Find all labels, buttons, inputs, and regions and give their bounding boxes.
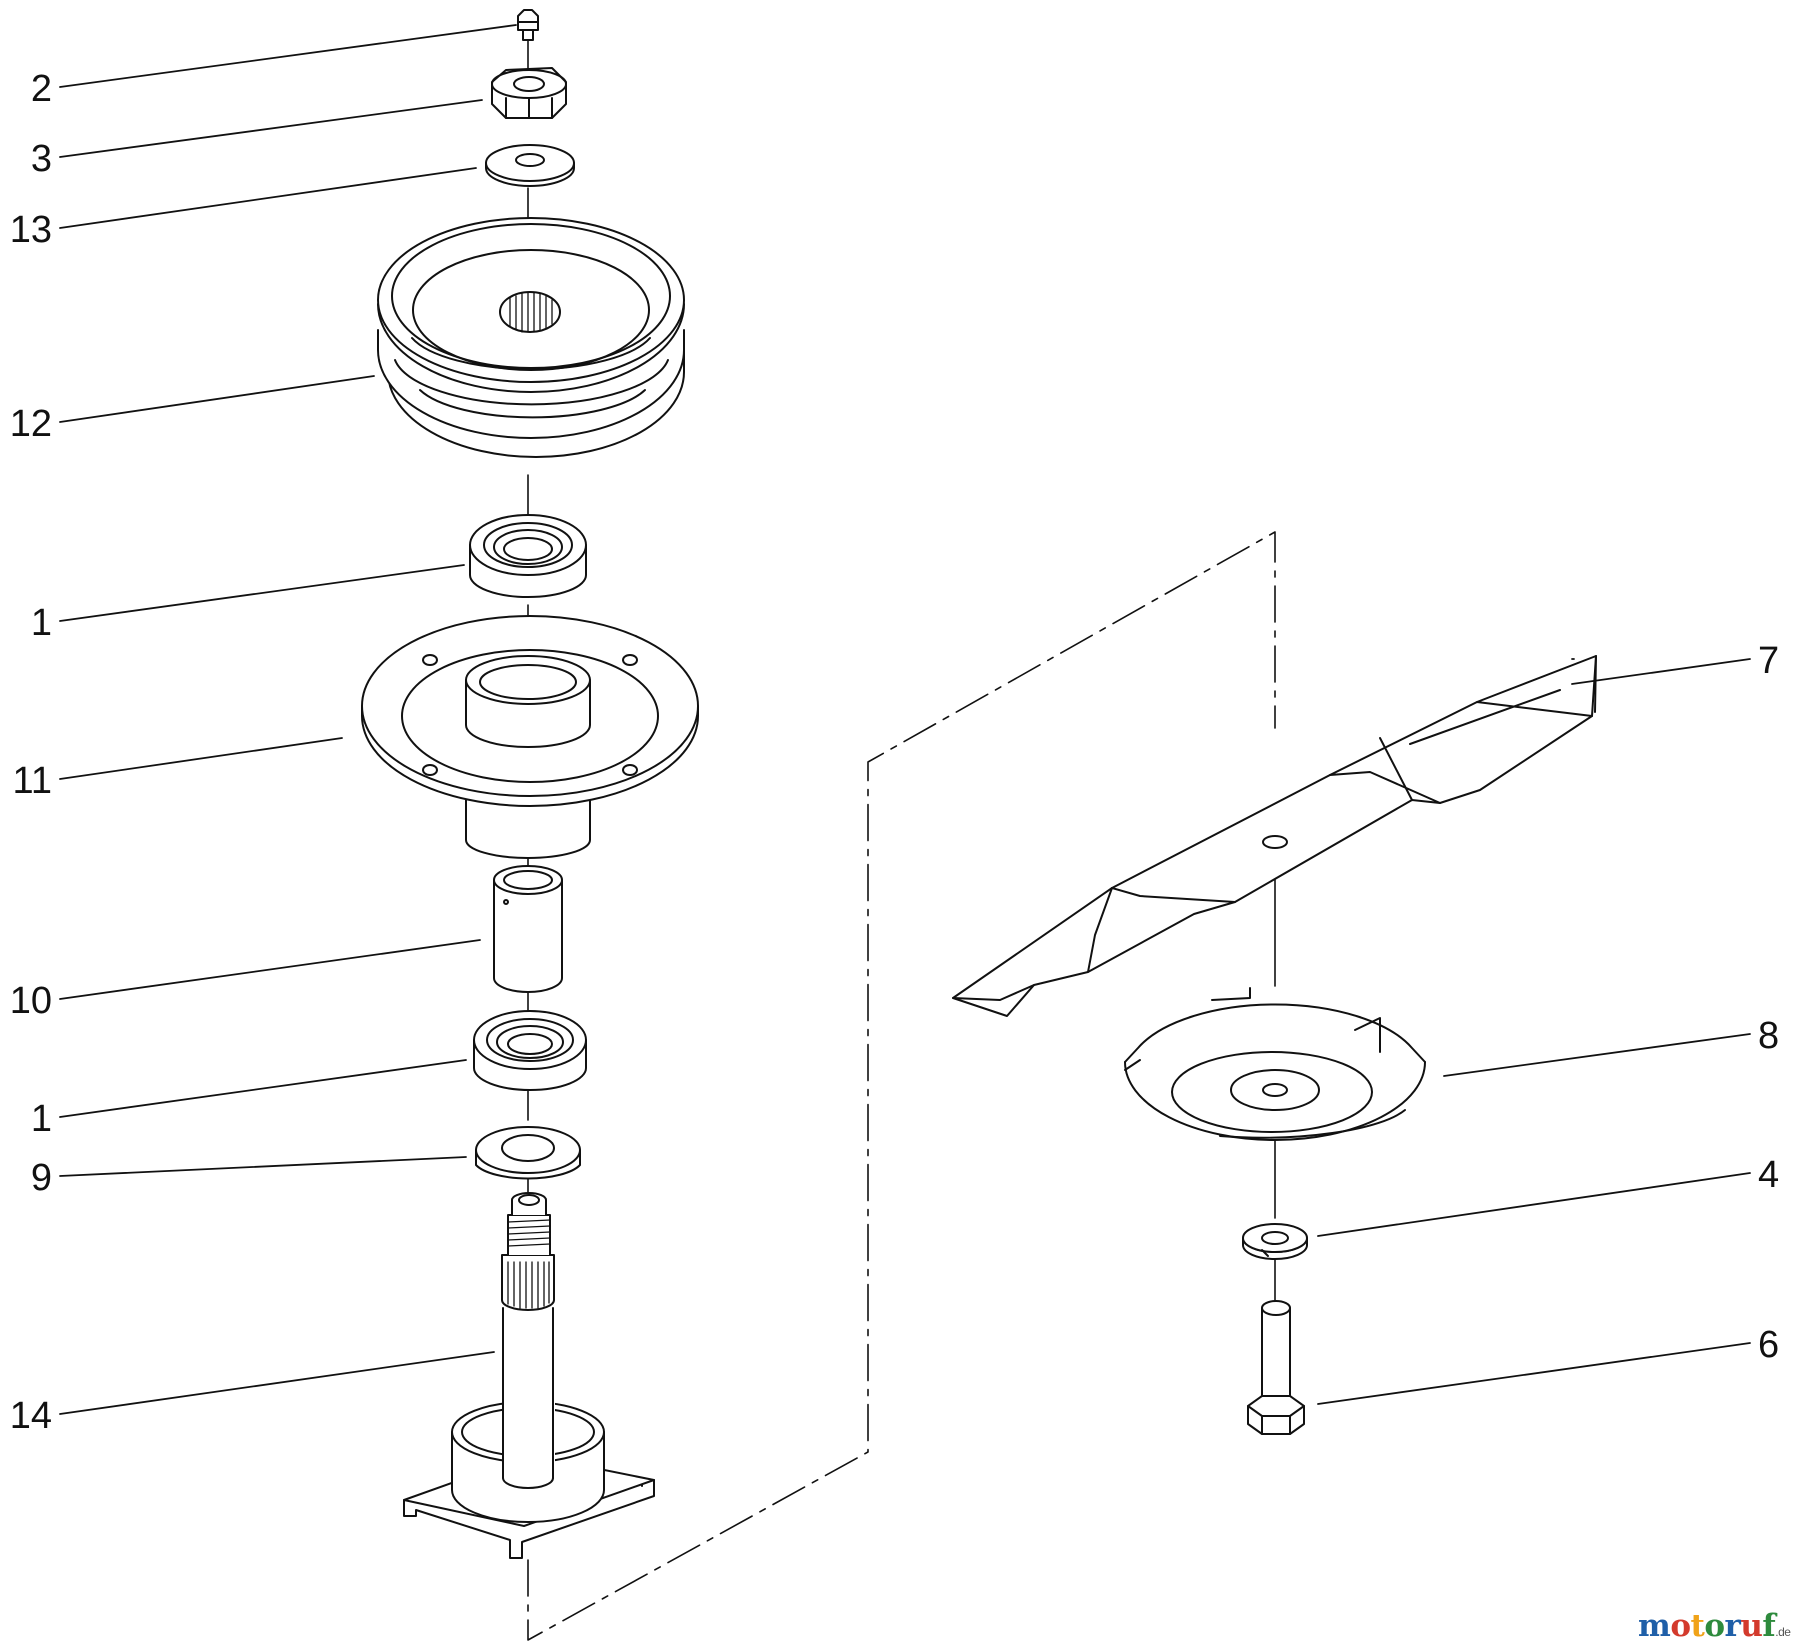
callout-8: 8 xyxy=(1758,1015,1779,1057)
watermark-letter: o xyxy=(1704,1608,1725,1644)
watermark-letter: u xyxy=(1740,1608,1763,1644)
callout-1-upper: 1 xyxy=(31,602,52,644)
part-13-washer xyxy=(485,144,575,187)
watermark-letter: r xyxy=(1724,1608,1741,1644)
callout-6: 6 xyxy=(1758,1324,1779,1366)
callout-7: 7 xyxy=(1758,640,1779,682)
callout-4: 4 xyxy=(1758,1154,1779,1196)
callout-labels: 2 3 13 12 1 11 10 1 9 14 7 8 4 6 xyxy=(10,68,1779,1437)
part-10-spacer xyxy=(493,865,563,993)
callout-11: 11 xyxy=(13,760,52,802)
part-1-bearing-lower xyxy=(473,1010,587,1091)
part-8-cup xyxy=(1124,987,1426,1141)
watermark-letter: f xyxy=(1762,1608,1776,1644)
exploded-view-connector xyxy=(527,531,1276,1641)
callout-2: 2 xyxy=(31,68,52,110)
callout-10: 10 xyxy=(10,980,52,1022)
part-11-housing xyxy=(361,615,699,859)
callout-13: 13 xyxy=(10,209,52,251)
watermark-suffix: .de xyxy=(1775,1625,1791,1639)
watermark-logo: motoruf.de xyxy=(1638,1608,1791,1644)
callout-14: 14 xyxy=(10,1395,52,1437)
part-3-hex-nut xyxy=(491,67,567,119)
part-2-grease-fitting xyxy=(517,9,539,41)
part-6-bolt xyxy=(1247,1300,1305,1435)
callout-3: 3 xyxy=(31,138,52,180)
callout-9: 9 xyxy=(31,1157,52,1199)
part-12-pulley xyxy=(377,217,685,458)
part-14-spindle-shaft xyxy=(403,1192,655,1559)
part-7-blade xyxy=(952,655,1597,1017)
callout-1-lower: 1 xyxy=(31,1098,52,1140)
part-1-bearing-upper xyxy=(469,514,587,598)
watermark-letter: t xyxy=(1690,1608,1705,1644)
leader-lines xyxy=(59,24,1751,1415)
part-9-collar xyxy=(475,1126,581,1180)
watermark-letter: m xyxy=(1638,1608,1671,1644)
callout-12: 12 xyxy=(10,403,52,445)
part-4-lock-washer xyxy=(1242,1223,1308,1260)
watermark-letter: o xyxy=(1670,1608,1691,1644)
